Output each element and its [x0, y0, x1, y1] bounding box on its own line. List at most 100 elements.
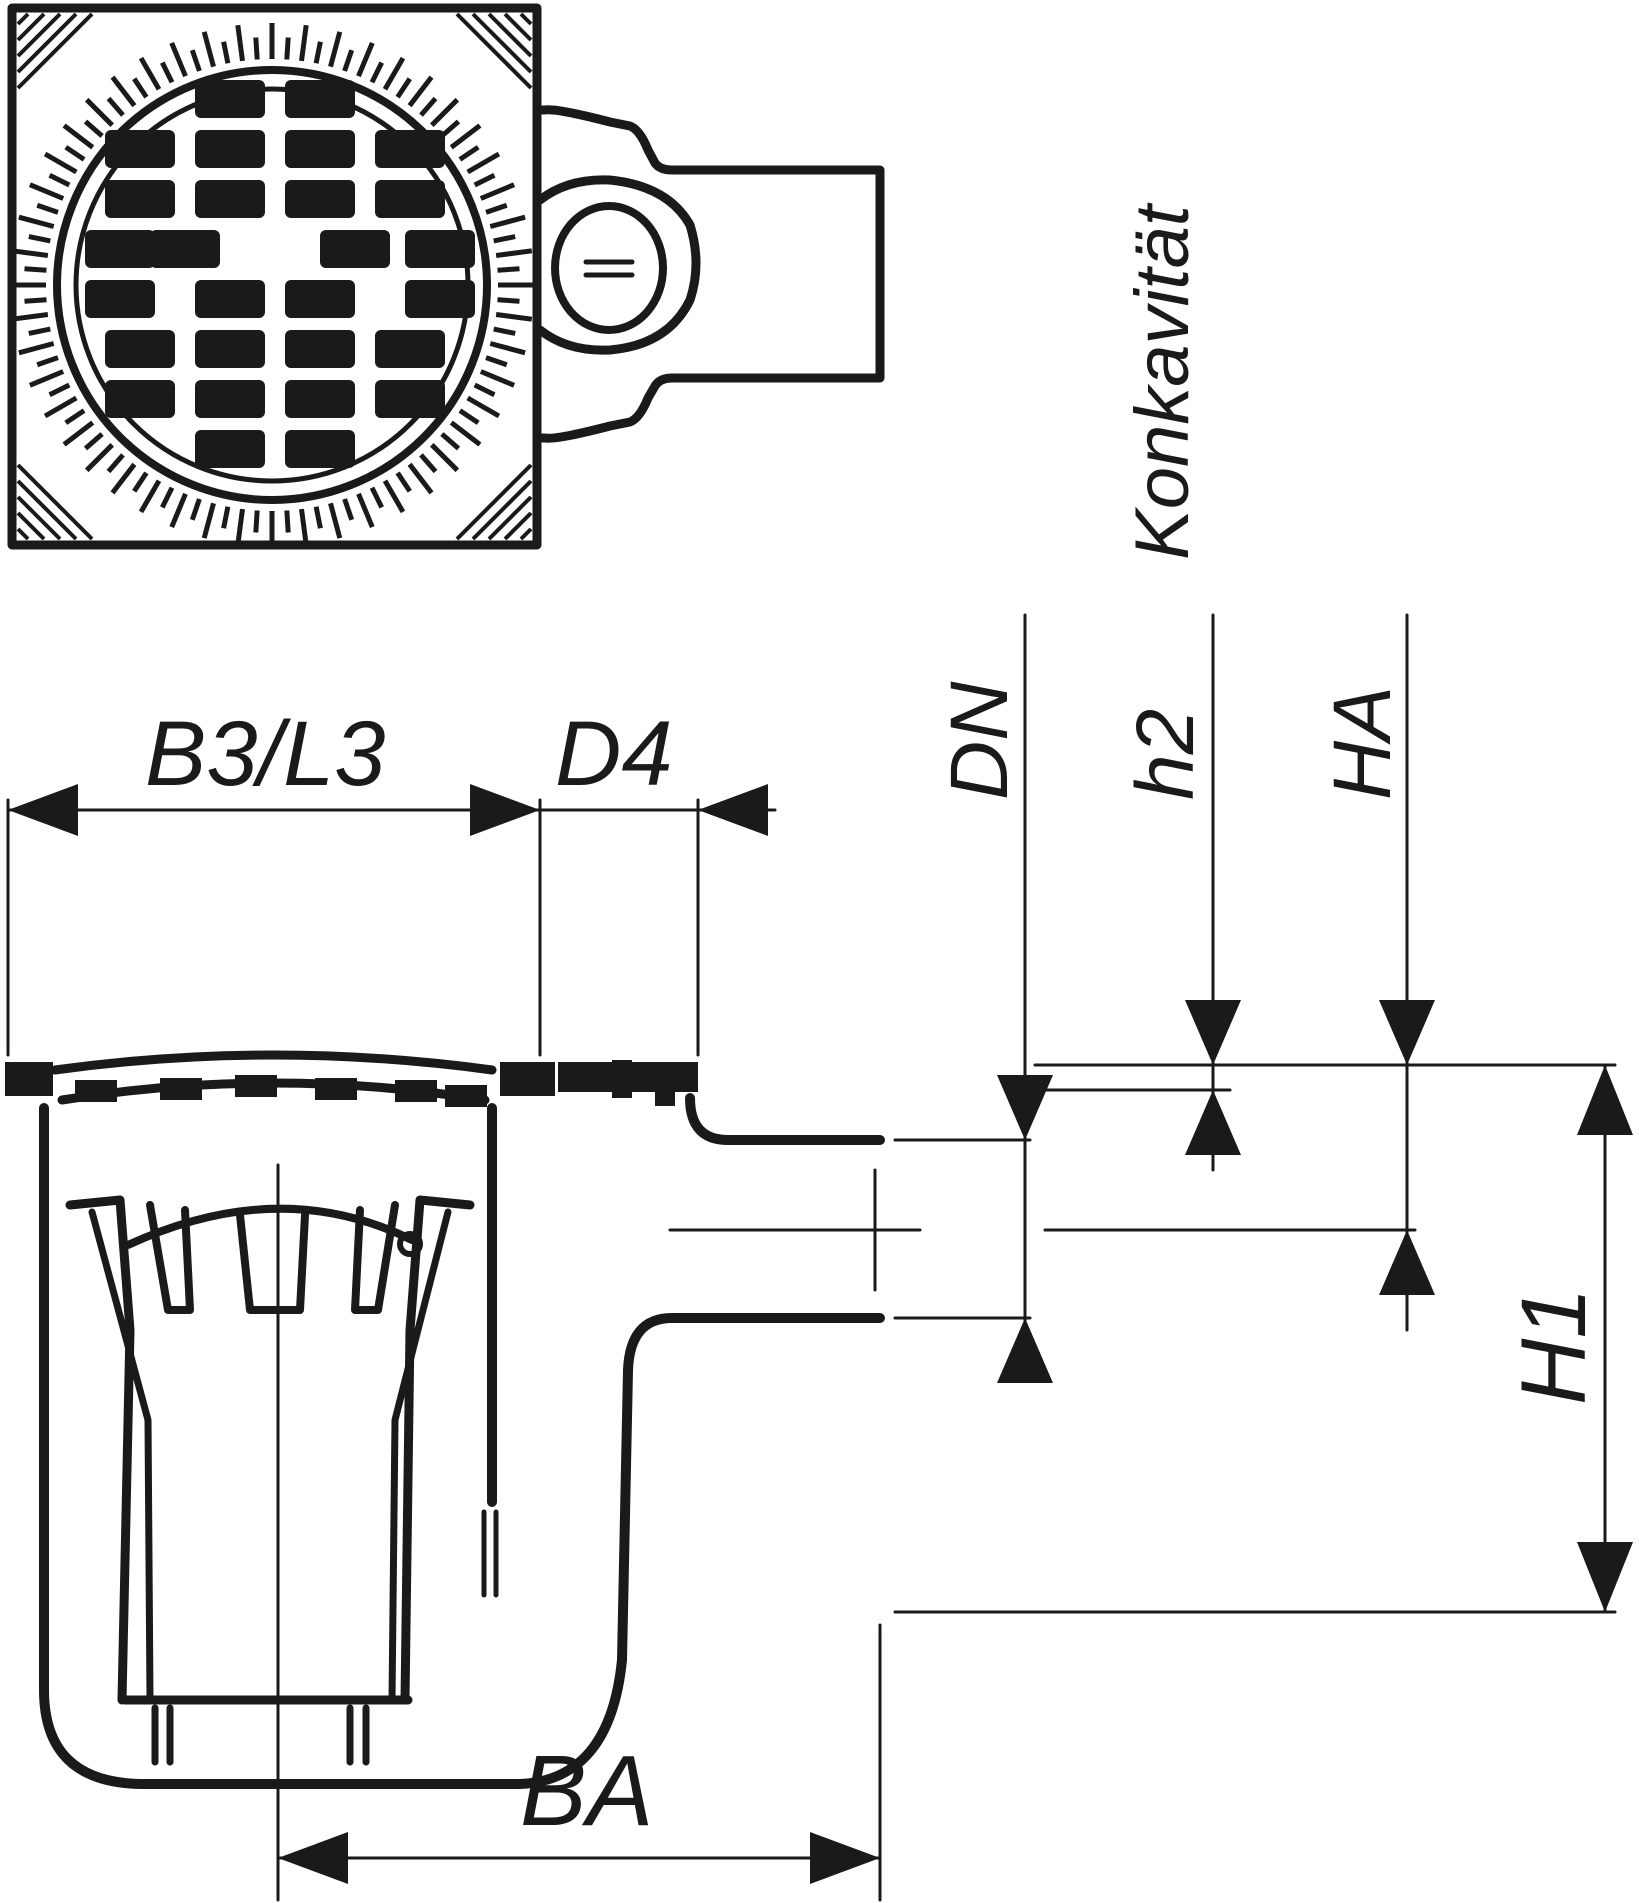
grate-frame-tick	[342, 49, 355, 72]
grate-band-block	[160, 1078, 202, 1100]
grate-frame-tick	[493, 234, 516, 244]
grate-frame-tick	[11, 248, 49, 258]
trap-handle-arc	[124, 1204, 416, 1249]
grate-frame-tick	[189, 49, 202, 72]
grate-frame-corner-hatch	[455, 12, 533, 90]
grate-frame-corner-hatch	[16, 12, 78, 74]
grate-frame-tick	[83, 119, 104, 138]
grate-frame-tick	[466, 151, 501, 175]
grate-band-block	[75, 1080, 117, 1102]
arrow-d4-right	[698, 784, 768, 836]
grate-frame-tick	[110, 462, 137, 495]
grate-frame-corner-hatch	[16, 12, 46, 42]
grate-frame-tick	[24, 266, 47, 273]
grate-frame-tick	[440, 432, 461, 451]
grate-frame-corner-hatch	[471, 12, 533, 74]
grate-slot	[285, 330, 355, 368]
grate-frame-tick	[328, 502, 343, 539]
grate-frame-tick	[313, 41, 323, 64]
arrow-dn-down	[997, 1075, 1053, 1140]
grate-frame-tick	[160, 61, 175, 84]
grate-frame-tick	[489, 214, 526, 229]
grate-frame-tick	[138, 479, 162, 514]
grate-band-block	[235, 1075, 277, 1097]
grate-slot	[195, 280, 265, 318]
grate-frame-tick	[407, 75, 434, 108]
grate-slot	[105, 330, 175, 368]
grate-frame-tick	[479, 369, 516, 388]
grate-frame-tick	[458, 408, 480, 425]
outlet-pipe-circle	[551, 202, 667, 334]
grate-slot	[195, 330, 265, 368]
grate-slot	[285, 180, 355, 218]
grate-frame-tick	[235, 24, 245, 62]
grate-slot	[85, 230, 155, 268]
grate-frame-tick	[395, 471, 412, 493]
grate-frame-corner-hatch	[16, 463, 94, 541]
grate-frame-tick	[169, 492, 188, 529]
grate-frame-tick	[356, 41, 375, 78]
arrow-h2-up	[1185, 1090, 1241, 1155]
grate-frame-tick	[382, 56, 406, 91]
grate-frame-tick	[449, 123, 482, 150]
arrow-ba-left	[278, 1832, 348, 1884]
grate-frame-tick	[495, 248, 533, 258]
grate-frame-tick	[138, 56, 162, 91]
grate-frame-tick	[28, 182, 65, 201]
grate-frame-tick	[62, 420, 95, 447]
grate-frame-tick	[440, 119, 461, 138]
arrow-ha-up	[1379, 1230, 1435, 1295]
grate-slot	[375, 180, 445, 218]
grate-frame-tick	[369, 486, 384, 509]
grate-slot	[105, 380, 175, 418]
grate-slot	[285, 380, 355, 418]
grate-frame-tick	[489, 341, 526, 356]
grate-frame-tick	[28, 326, 51, 336]
label-b3l3: B3/L3	[145, 703, 385, 805]
equal-sign-icon	[583, 259, 635, 278]
grate-slot	[105, 130, 175, 168]
grate-slot	[85, 280, 155, 318]
grate-frame-tick	[419, 96, 438, 117]
grate-frame-tick	[48, 173, 71, 188]
grate-frame-tick	[221, 506, 231, 529]
grate-frame-tick	[84, 443, 114, 473]
grate-frame-tick	[132, 471, 149, 493]
grate-frame-tick	[497, 297, 520, 304]
grate-slot	[320, 230, 390, 268]
arrow-dn-up	[997, 1318, 1053, 1383]
grate-band-block	[395, 1080, 437, 1102]
grate-band-blocks	[75, 1075, 487, 1107]
grate-frame-tick	[189, 498, 202, 521]
arrow-h1-bottom	[1577, 1542, 1633, 1612]
grate-frame-tick	[466, 395, 501, 419]
section-view	[5, 1050, 922, 1789]
grate-frame-texture	[10, 12, 534, 547]
grate-slot	[195, 430, 265, 468]
grate-frame-corner-hatch	[519, 527, 533, 541]
grate-frame-tick	[36, 355, 59, 368]
grate-frame-tick	[407, 462, 434, 495]
dimensions: B3/L3 D4 DN h2 HA H1 BA	[6, 613, 1633, 1902]
grate-slot	[285, 280, 355, 318]
grate-slot	[285, 430, 355, 468]
arrow-h1-top	[1577, 1065, 1633, 1135]
grate-frame-tick	[160, 486, 175, 509]
grate-frame-corner-hatch	[16, 511, 46, 541]
grate-frame-tick	[495, 312, 533, 322]
grate-slot	[285, 130, 355, 168]
top-view: Konkavität	[7, 3, 1205, 560]
body-outer-wall	[39, 1103, 885, 1789]
grate-frame-tick	[284, 510, 291, 533]
grate-frame-tick	[106, 96, 125, 117]
arrow-ba-right	[810, 1832, 880, 1884]
label-dn: DN	[934, 681, 1025, 800]
arrow-b3l3-right	[470, 784, 540, 836]
grate-slot	[195, 130, 265, 168]
label-ha: HA	[1317, 686, 1408, 800]
grate-slot	[405, 230, 475, 268]
grate-frame-tick	[395, 77, 412, 99]
grate-slot	[195, 380, 265, 418]
arrow-ha-down	[1379, 1000, 1435, 1065]
grate-frame-corner-hatch	[519, 12, 533, 26]
